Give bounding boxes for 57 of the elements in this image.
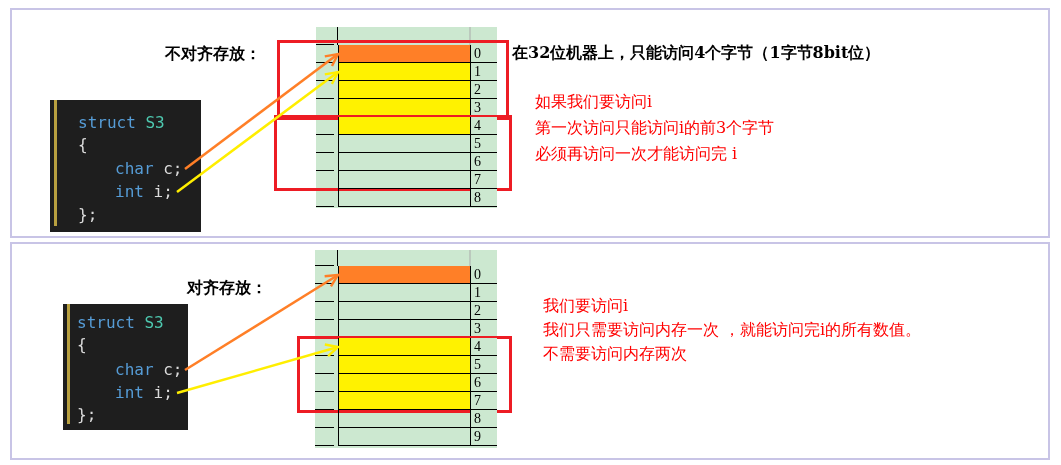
byte-offset: 4: [470, 338, 497, 355]
byte-offset: 4: [470, 117, 497, 134]
note-text: 第一次访问只能访问i的前3个字节: [535, 118, 775, 138]
note-text: 不对齐存放：: [165, 44, 261, 64]
note-text: 不需要访问内存两次: [543, 344, 687, 364]
code-text: };: [78, 204, 98, 226]
highlight-frame: [274, 115, 512, 191]
highlight-frame: [277, 40, 509, 120]
byte-offset: 0: [470, 266, 497, 283]
code-text: struct S3: [78, 112, 165, 134]
memory-byte-row: [338, 153, 497, 171]
code-text: struct S3: [77, 312, 164, 334]
byte-offset: 7: [470, 392, 497, 409]
arrow: [184, 273, 340, 372]
memory-byte-row: [338, 428, 497, 446]
code-line: int i;: [115, 181, 177, 203]
code-line: char c;: [115, 359, 185, 381]
memory-byte-row: [338, 45, 497, 63]
memory-byte-row: [338, 284, 497, 302]
memory-byte-row: [338, 63, 497, 81]
byte-offset: 1: [470, 63, 497, 80]
memory-byte-row: [338, 392, 497, 410]
code-text: {: [77, 334, 87, 356]
note-text: 我们要访问i: [543, 296, 629, 316]
memory-byte-row: [338, 266, 497, 284]
byte-offset: 2: [470, 81, 497, 98]
panel-frame: [10, 242, 1050, 460]
byte-offset: 0: [470, 45, 497, 62]
code-text: };: [77, 404, 97, 426]
memory-byte-row: [338, 117, 497, 135]
code-line: int i;: [115, 382, 177, 404]
memory-byte-row: [338, 302, 497, 320]
byte-offset: 8: [470, 189, 497, 206]
byte-offset: 6: [470, 374, 497, 391]
memory-byte-row: [338, 410, 497, 428]
memory-byte-row: [338, 356, 497, 374]
memory-byte-row: [338, 374, 497, 392]
note-text: 对齐存放：: [187, 278, 267, 298]
highlight-frame: [297, 336, 512, 413]
code-text: {: [78, 134, 88, 156]
note-text: 我们只需要访问内存一次 ，就能访问完i的所有数值。: [543, 320, 922, 340]
code-block: [50, 100, 201, 232]
byte-offset: 5: [470, 356, 497, 373]
note-text: 如果我们要访问i: [535, 92, 653, 112]
code-line: char c;: [115, 158, 185, 180]
byte-offset: 8: [470, 410, 497, 427]
arrow: [176, 70, 340, 193]
code-block: [63, 304, 188, 430]
memory-byte-row: [338, 338, 497, 356]
panel-frame: [10, 8, 1050, 238]
memory-byte-row: [338, 189, 497, 207]
note-text: 必须再访问一次才能访问完 i: [535, 144, 738, 164]
note-text: 在32位机器上，只能访问4个字节（1字节8bit位）: [512, 43, 881, 63]
arrow: [184, 52, 340, 170]
memory-byte-row: [338, 135, 497, 153]
memory-byte-row: [338, 81, 497, 99]
memory-byte-row: [338, 171, 497, 189]
